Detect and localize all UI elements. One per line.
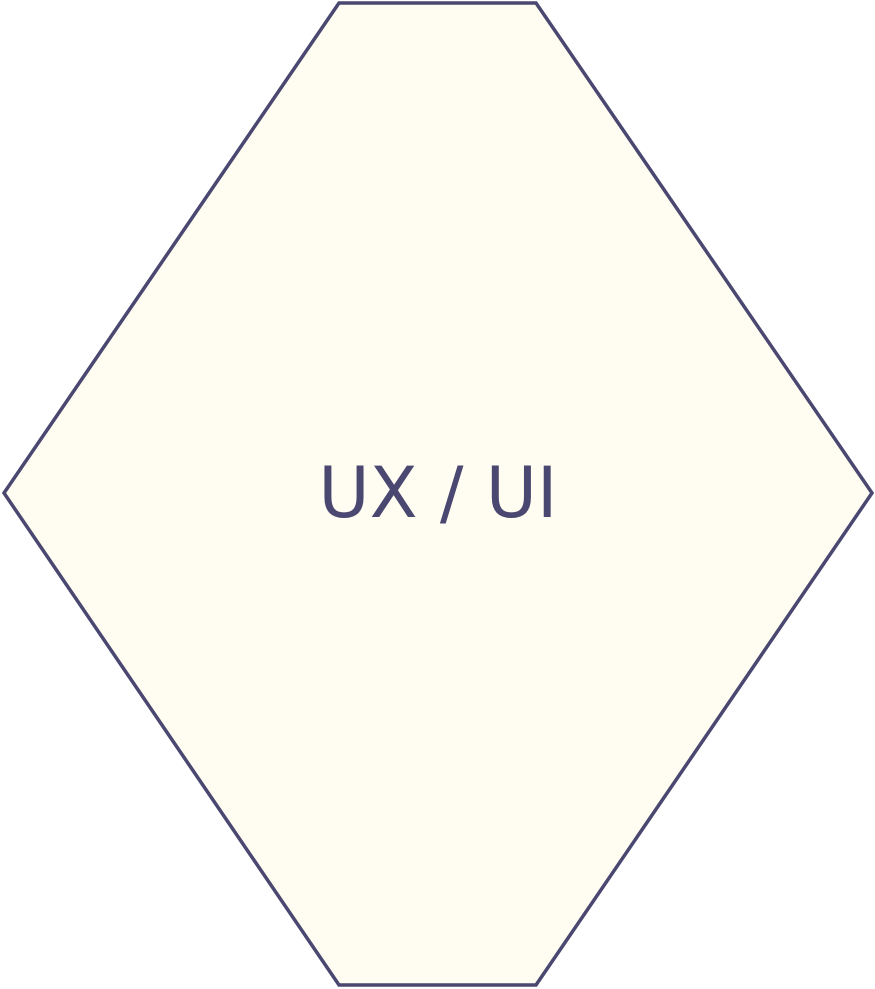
hexagon-label: UX / UI [318,452,557,534]
